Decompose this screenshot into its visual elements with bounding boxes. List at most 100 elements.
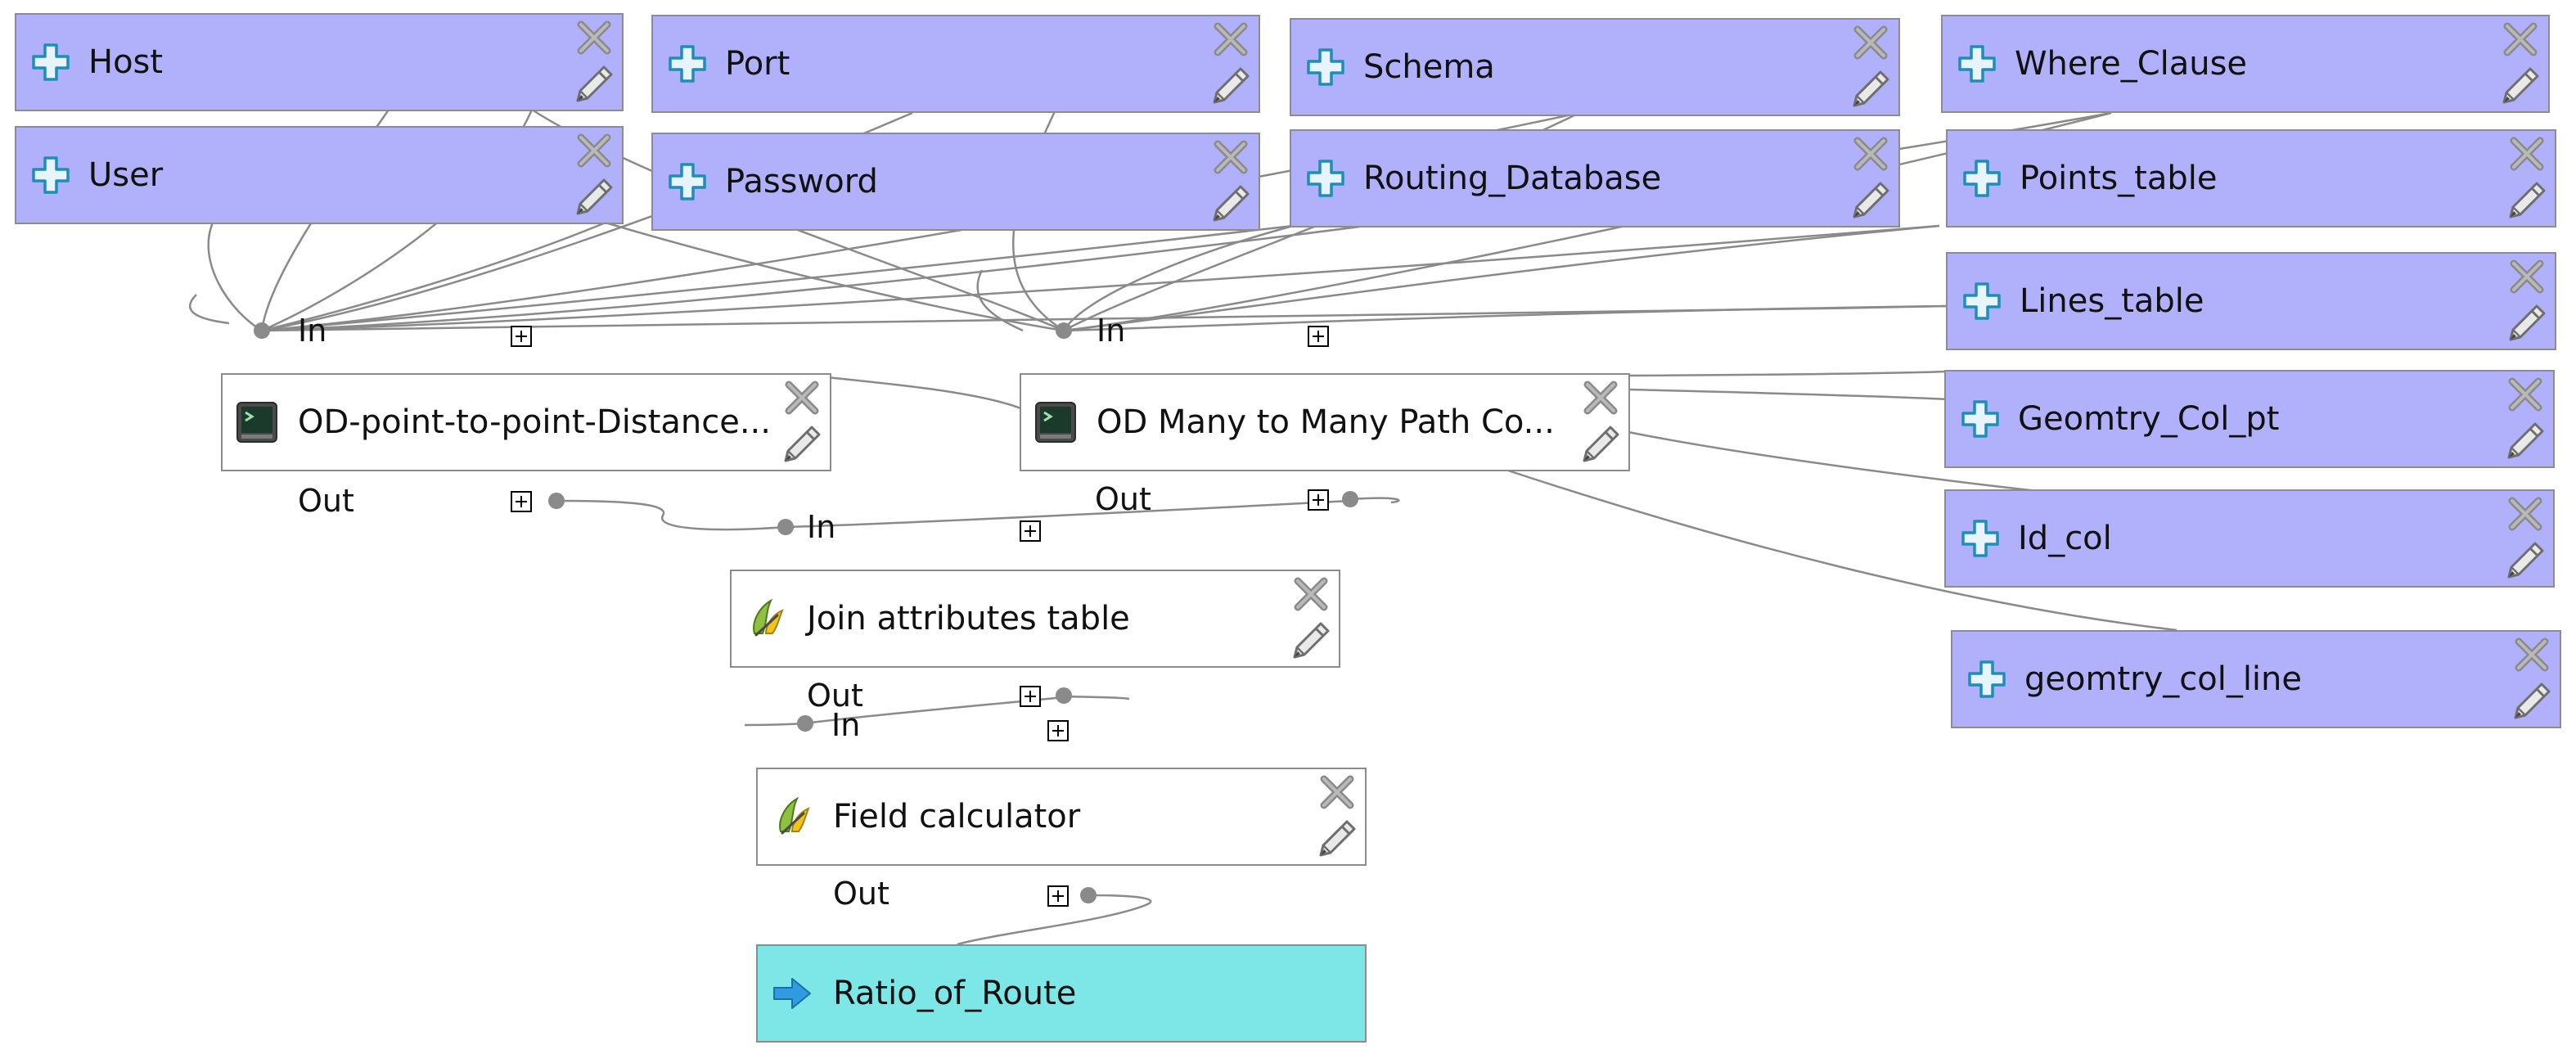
terminal-icon bbox=[1034, 401, 1077, 444]
od-many-out-label: Out bbox=[1095, 481, 1151, 517]
plus-icon bbox=[1304, 46, 1347, 88]
pencil-icon[interactable] bbox=[1849, 67, 1892, 110]
od-point-out-expander[interactable] bbox=[511, 491, 532, 512]
field-calc-in-label: In bbox=[831, 707, 861, 743]
input-geomtry-col-line-label: geomtry_col_line bbox=[2024, 660, 2303, 698]
input-routing-database-label: Routing_Database bbox=[1363, 160, 1662, 197]
pencil-icon[interactable] bbox=[1316, 817, 1358, 859]
close-icon[interactable] bbox=[2504, 493, 2547, 535]
input-geomtry-col-pt-label: Geomtry_Col_pt bbox=[2018, 400, 2280, 438]
pencil-icon[interactable] bbox=[1209, 64, 1252, 106]
close-icon[interactable] bbox=[1579, 376, 1622, 419]
algorithm-od-many-to-many[interactable]: OD Many to Many Path Co... bbox=[1020, 373, 1630, 471]
input-port-label: Port bbox=[725, 45, 790, 83]
output-ratio-of-route[interactable]: Ratio_of_Route bbox=[756, 944, 1367, 1043]
close-icon[interactable] bbox=[1849, 133, 1892, 175]
input-user[interactable]: User bbox=[15, 126, 624, 224]
input-id-col-label: Id_col bbox=[2018, 520, 2112, 557]
od-point-in-expander[interactable] bbox=[511, 326, 532, 347]
input-geomtry-col-line[interactable]: geomtry_col_line bbox=[1951, 630, 2561, 728]
close-icon[interactable] bbox=[1209, 136, 1252, 178]
algorithm-od-many-label: OD Many to Many Path Co... bbox=[1097, 403, 1555, 441]
od-many-in-expander[interactable] bbox=[1308, 326, 1329, 347]
pencil-icon[interactable] bbox=[1209, 182, 1252, 224]
pencil-icon[interactable] bbox=[781, 422, 823, 465]
pencil-icon[interactable] bbox=[2504, 419, 2547, 462]
close-icon[interactable] bbox=[2499, 18, 2542, 61]
input-port[interactable]: Port bbox=[651, 15, 1260, 113]
plus-icon bbox=[1959, 398, 2002, 440]
input-schema-label: Schema bbox=[1363, 48, 1495, 86]
plus-icon bbox=[1959, 517, 2002, 560]
output-ratio-label: Ratio_of_Route bbox=[833, 975, 1077, 1012]
join-in-expander[interactable] bbox=[1020, 520, 1041, 542]
input-points-table-label: Points_table bbox=[2020, 160, 2218, 197]
algorithm-od-point-to-point[interactable]: OD-point-to-point-Distance... bbox=[221, 373, 831, 471]
terminal-icon bbox=[236, 401, 278, 444]
input-where-clause[interactable]: Where_Clause bbox=[1941, 15, 2550, 113]
pencil-icon[interactable] bbox=[1290, 619, 1332, 661]
pencil-icon[interactable] bbox=[2506, 301, 2548, 344]
od-point-in-label: In bbox=[298, 313, 327, 349]
input-lines-table-label: Lines_table bbox=[2020, 282, 2204, 320]
algorithm-join-attributes[interactable]: Join attributes table bbox=[730, 570, 1340, 668]
input-where-clause-label: Where_Clause bbox=[2015, 45, 2248, 83]
pencil-icon[interactable] bbox=[1849, 178, 1892, 221]
input-host-label: Host bbox=[88, 43, 164, 81]
input-password-label: Password bbox=[725, 163, 878, 200]
plus-icon bbox=[1966, 658, 2008, 700]
input-host[interactable]: Host bbox=[15, 13, 624, 111]
plus-icon bbox=[1956, 43, 1998, 85]
close-icon[interactable] bbox=[1316, 771, 1358, 813]
input-points-table[interactable]: Points_table bbox=[1946, 129, 2556, 227]
field-calc-out-expander[interactable] bbox=[1047, 885, 1069, 907]
field-calc-in-expander[interactable] bbox=[1047, 720, 1069, 741]
plus-icon bbox=[29, 41, 72, 83]
plus-icon bbox=[666, 160, 709, 203]
input-geomtry-col-pt[interactable]: Geomtry_Col_pt bbox=[1944, 370, 2555, 468]
close-icon[interactable] bbox=[2506, 133, 2548, 175]
pencil-icon[interactable] bbox=[2506, 178, 2548, 221]
close-icon[interactable] bbox=[573, 129, 615, 172]
join-out-expander[interactable] bbox=[1020, 686, 1041, 707]
algorithm-join-label: Join attributes table bbox=[807, 600, 1130, 637]
close-icon[interactable] bbox=[1849, 21, 1892, 64]
close-icon[interactable] bbox=[1290, 573, 1332, 615]
qgis-icon bbox=[771, 795, 813, 838]
od-point-out-label: Out bbox=[298, 483, 354, 519]
pencil-icon[interactable] bbox=[573, 62, 615, 105]
algorithm-field-calc-label: Field calculator bbox=[833, 798, 1081, 836]
pencil-icon[interactable] bbox=[1579, 422, 1622, 465]
plus-icon bbox=[666, 43, 709, 85]
plus-icon bbox=[1961, 280, 2003, 322]
input-password[interactable]: Password bbox=[651, 133, 1260, 231]
pencil-icon[interactable] bbox=[573, 175, 615, 218]
close-icon[interactable] bbox=[2506, 255, 2548, 298]
join-in-label: In bbox=[807, 509, 836, 545]
input-routing-database[interactable]: Routing_Database bbox=[1290, 129, 1900, 227]
od-many-in-label: In bbox=[1097, 313, 1126, 349]
join-out-label: Out bbox=[807, 678, 863, 714]
close-icon[interactable] bbox=[781, 376, 823, 419]
field-calc-out-label: Out bbox=[833, 876, 889, 912]
pencil-icon[interactable] bbox=[2499, 64, 2542, 106]
arrow-right-icon bbox=[771, 972, 813, 1015]
input-schema[interactable]: Schema bbox=[1290, 18, 1900, 116]
input-lines-table[interactable]: Lines_table bbox=[1946, 252, 2556, 350]
plus-icon bbox=[1961, 157, 2003, 200]
qgis-icon bbox=[745, 597, 787, 640]
pencil-icon[interactable] bbox=[2511, 679, 2553, 722]
close-icon[interactable] bbox=[1209, 18, 1252, 61]
pencil-icon[interactable] bbox=[2504, 538, 2547, 581]
close-icon[interactable] bbox=[573, 16, 615, 59]
plus-icon bbox=[29, 154, 72, 196]
od-many-out-expander[interactable] bbox=[1308, 489, 1329, 511]
close-icon[interactable] bbox=[2504, 373, 2547, 416]
algorithm-field-calculator[interactable]: Field calculator bbox=[756, 768, 1367, 866]
input-user-label: User bbox=[88, 156, 164, 194]
close-icon[interactable] bbox=[2511, 633, 2553, 676]
plus-icon bbox=[1304, 157, 1347, 200]
algorithm-od-point-label: OD-point-to-point-Distance... bbox=[298, 403, 771, 441]
input-id-col[interactable]: Id_col bbox=[1944, 489, 2555, 588]
